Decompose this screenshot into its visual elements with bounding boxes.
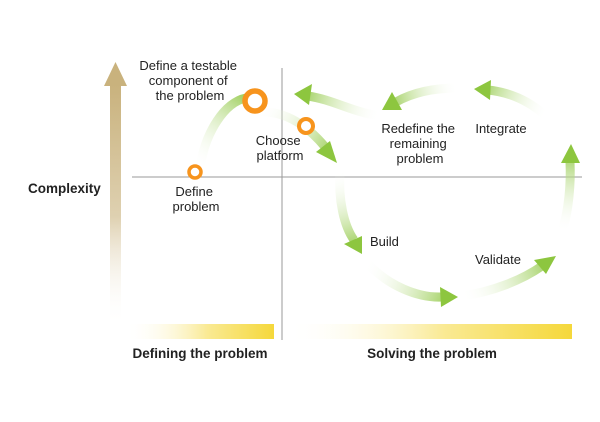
complexity-axis-arrow (104, 62, 127, 326)
define-component-label: Define a testable component of the probl… (139, 58, 240, 103)
defining-section-bar (126, 324, 274, 339)
solving-the-problem-label: Solving the problem (367, 346, 497, 361)
arrow-define-to-component (195, 93, 248, 169)
solving-section-bar (288, 324, 572, 339)
define-problem-label: Define problem (173, 184, 220, 214)
redefine-label: Redefine the remaining problem (381, 121, 458, 166)
arrow-to-redefine (382, 83, 459, 110)
define-component-marker (242, 88, 268, 114)
validate-label: Validate (475, 252, 521, 267)
integrate-label: Integrate (475, 121, 526, 136)
defining-the-problem-label: Defining the problem (133, 346, 268, 361)
arrow-validate-to-integrate (461, 256, 556, 301)
define-problem-marker (187, 164, 203, 180)
arrow-to-integrate (474, 80, 549, 120)
arrow-right-side-up (557, 144, 580, 234)
choose-platform-marker (297, 117, 315, 135)
arrow-choose-to-loop (257, 107, 337, 163)
arrow-loop-back-to-component (294, 84, 381, 121)
choose-platform-label: Choose platform (256, 133, 304, 163)
complexity-axis-label: Complexity (28, 181, 101, 196)
build-label: Build (370, 234, 399, 249)
arrow-to-build (335, 169, 362, 254)
arrow-build-to-validate (362, 258, 458, 307)
